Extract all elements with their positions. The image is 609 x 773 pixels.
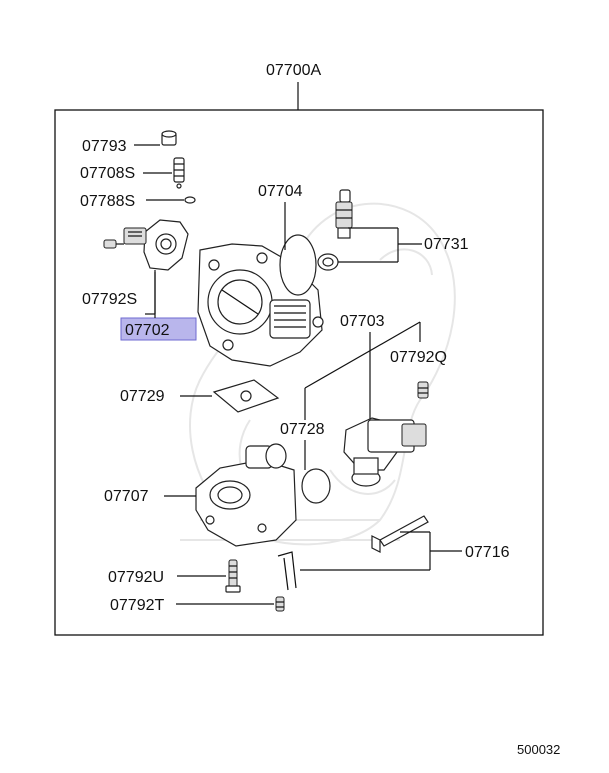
label-07702-highlight — [120, 317, 197, 341]
label-07729[interactable]: 07729 — [120, 388, 165, 405]
part-07731-sensor[interactable] — [335, 189, 353, 239]
label-07700A[interactable]: 07700A — [266, 62, 321, 79]
part-07728-oring[interactable] — [301, 468, 331, 504]
label-07731[interactable]: 07731 — [424, 236, 469, 253]
label-07788S[interactable]: 07788S — [80, 193, 135, 210]
label-07708S[interactable]: 07708S — [80, 165, 135, 182]
label-07728[interactable]: 07728 — [280, 421, 325, 438]
part-07792T-screw[interactable] — [275, 596, 285, 612]
part-07792U-bolt[interactable] — [225, 559, 241, 593]
label-07703[interactable]: 07703 — [340, 313, 385, 330]
label-07793[interactable]: 07793 — [82, 138, 127, 155]
part-07792Q-screw[interactable] — [417, 381, 429, 399]
diagram-frame — [54, 109, 544, 636]
label-07716[interactable]: 07716 — [465, 544, 510, 561]
label-07792Q[interactable]: 07792Q — [390, 349, 447, 366]
label-07704[interactable]: 07704 — [258, 183, 303, 200]
part-07707-housing[interactable] — [195, 443, 297, 547]
part-07716-bracket[interactable] — [371, 515, 429, 553]
part-07708S-valve[interactable] — [173, 157, 185, 189]
part-07716-clip[interactable] — [277, 551, 297, 591]
label-07792T[interactable]: 07792T — [110, 597, 164, 614]
label-07792U[interactable]: 07792U — [108, 569, 164, 586]
part-07731-seal[interactable] — [317, 253, 339, 271]
part-07702-sensor[interactable] — [123, 219, 189, 271]
part-07704-throttle-body[interactable] — [197, 234, 324, 367]
label-07702[interactable]: 07702 — [125, 322, 170, 339]
label-07707[interactable]: 07707 — [104, 488, 149, 505]
diagram-code: 500032 — [517, 742, 560, 757]
part-07792S-screw[interactable] — [103, 239, 124, 249]
label-07792S[interactable]: 07792S — [82, 291, 137, 308]
part-07793-cap[interactable] — [161, 130, 177, 146]
part-07788S-oring[interactable] — [184, 196, 196, 204]
part-07703-iac-motor[interactable] — [343, 417, 427, 487]
part-07729-gasket[interactable] — [212, 379, 280, 413]
